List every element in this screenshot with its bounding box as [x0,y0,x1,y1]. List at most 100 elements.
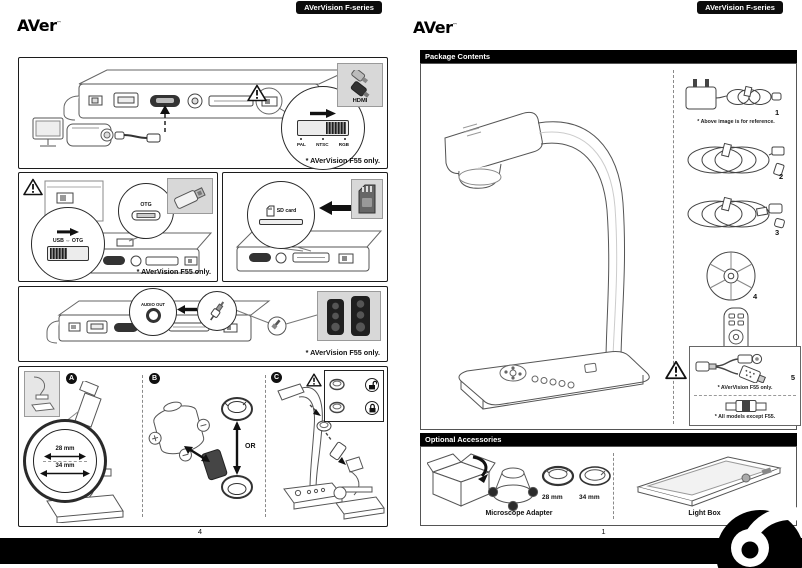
sd-slot-opening [259,219,303,225]
f55-only-note: * AVerVision F55 only. [136,267,211,276]
sd-card-panel: SD card [222,172,388,282]
optional-accessories-bar: Optional Accessories [420,433,797,446]
diameter-34-label: 34 mm [55,462,75,469]
power-adapter-icon [685,79,782,110]
audio-out-magnifier: AUDIO OUT [129,288,177,336]
step-b-badge: B [149,373,160,384]
setup-thumbnail-box [24,371,60,417]
lock-instructions-box [324,370,384,422]
unlock-icon [368,380,377,389]
item-5-number: 5 [790,373,795,382]
microscope-adapter-caption: Microscope Adapter [485,510,553,517]
sd-slot-magnifier: SD card [247,181,315,249]
unlock-row [329,377,379,392]
step-c-column: C [266,367,389,525]
trademark-symbol: ™ [56,20,62,27]
ring-28-label: 28 mm [542,494,563,501]
accessories-divider [613,453,614,519]
column-divider [142,375,143,517]
audio-jack-icon [145,307,161,323]
ring-34-label: 34 mm [579,494,600,501]
usb-otg-switch-magnifier: USB ⇔ OTG [31,207,105,281]
lock-indicator [365,400,379,415]
right-page-number: 1 [601,527,606,536]
or-label: OR [245,443,256,450]
light-box-caption: Light Box [688,510,721,517]
light-box-icon [636,456,782,507]
sd-slot-label: SD card [276,208,297,214]
column-divider [265,375,266,517]
warning-icon [306,373,322,387]
hdmi-cable-icon [350,70,370,98]
eyepiece-diameter-magnifier: 28 mm 34 mm [23,419,107,503]
arrow-right-icon [310,109,336,118]
rear-ports-hdmi-illustration [32,69,350,147]
arrow-left-icon [319,201,353,215]
aver-logo: AVer™ [17,16,62,35]
optional-accessories-box: 28 mm 34 mm Microscope Adapter Light Box [420,446,797,526]
cable-coupler-icon [725,400,767,412]
arrow-right-icon [57,227,79,236]
left-page: AVer™ AVerVision F-series [0,0,400,568]
rgb-label: RGB [338,142,349,147]
step-a-badge: A [66,373,77,384]
diameter-28-label: 28 mm [55,445,75,452]
microscope-setup-thumbnail [31,376,55,412]
step-a-column: A 28 mm [19,367,142,525]
rgb-adapter-cable-icon [695,353,766,383]
coupler-ring-icon [329,378,345,391]
step-c-badge: C [271,372,282,383]
warning-icon [247,84,267,102]
aver-swirl-icon [716,507,802,568]
speakers-box [317,291,381,341]
audio-plug-icon [210,301,225,321]
software-cd-icon [706,251,756,301]
usb-flash-drive-icon [174,187,206,209]
arrow-left-icon [177,305,197,314]
usb-cable-icon [687,142,785,177]
microscope-steps-panel: A 28 mm [18,366,388,527]
carton-box-icon [427,453,496,507]
hdmi-cable-box: HDMI [337,63,383,107]
switch-labels: PAL NTSC RGB [297,142,349,147]
adapter-coupler-illustration [148,397,253,499]
package-contents-box: 1 * Above image is for reference. 2 3 [420,63,801,430]
coupler-ring-icon [329,401,345,414]
aver-logo: AVer™ [413,18,458,37]
speakers-icon [327,296,370,336]
unlock-indicator [365,377,379,392]
sd-card-box [351,179,383,219]
double-arrow-icon [40,469,90,477]
item-2-number: 2 [779,172,784,181]
document-camera-illustration [444,111,650,410]
double-arrow-icon [44,452,86,460]
hdmi-box-label: HDMI [352,98,368,104]
audio-out-label: AUDIO OUT [140,301,166,307]
audio-out-panel: AUDIO OUT * AVerVision F55 only. [18,286,388,362]
item-3-number: 3 [775,228,780,237]
usb-port-icon [131,210,161,220]
left-page-number: 4 [197,527,203,536]
usb-otg-switch-label: USB ⇔ OTG [52,237,84,244]
package-contents-bar: Package Contents [420,50,797,63]
ring-28mm-icon [541,465,575,487]
audio-plug-magnifier [197,291,237,331]
f55-only-note: * AVerVision F55 only. [305,156,380,165]
otg-port-magnifier: OTG [118,183,174,239]
non-f55-note: * All models except F55. [714,414,776,420]
f55-only-note: * AVerVision F55 only. [305,348,380,357]
video-cable-icon [687,196,785,229]
series-badge: AVerVision F-series [697,1,783,14]
ring-34mm-icon [579,466,611,486]
usb-otg-switch [47,245,89,261]
step-b-column: B [143,367,265,525]
eyepiece-inner-ring: 28 mm 34 mm [33,429,97,493]
sd-card-icon [358,184,376,214]
hdmi-connection-panel: PAL NTSC RGB HDMI * AVerVision F55 only. [18,57,388,170]
series-badge: AVerVision F-series [296,1,382,14]
otg-port-label: OTG [140,201,152,208]
footer-bar [0,538,802,564]
sd-card-icon [266,205,275,217]
warning-icon [23,178,43,196]
